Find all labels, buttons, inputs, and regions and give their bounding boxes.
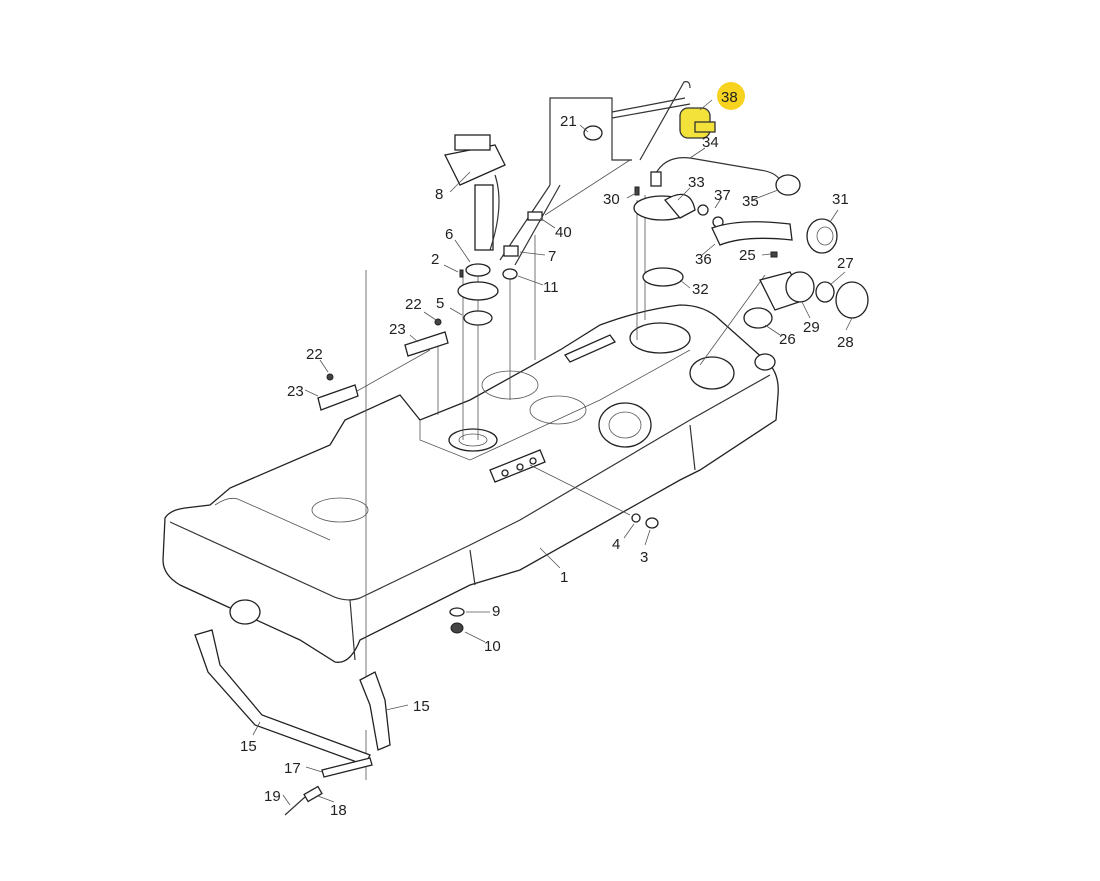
label-23-a[interactable]: 23 [389,321,406,338]
part-31-filler-valve[interactable] [806,218,838,254]
part-15-strap-rear[interactable] [194,629,371,766]
label-leaders [252,99,853,806]
part-33-sender-unit[interactable] [633,171,696,221]
label-22-b[interactable]: 22 [306,346,323,363]
part-37-clamp[interactable] [697,204,724,228]
part-30-screw[interactable] [634,186,640,196]
part-36-filler-hose[interactable] [711,221,793,246]
part-34-hose[interactable] [654,157,781,181]
label-1[interactable]: 1 [560,569,568,586]
label-8[interactable]: 8 [435,186,443,203]
label-37[interactable]: 37 [714,187,731,204]
part-18-nut[interactable] [303,785,323,803]
label-9[interactable]: 9 [492,603,500,620]
label-25[interactable]: 25 [739,247,756,264]
part-40-clip[interactable] [527,211,543,221]
label-18[interactable]: 18 [330,802,347,819]
part-22-rivet-a[interactable] [434,318,442,326]
part-35-sensor[interactable] [775,174,801,196]
fuel-tank-part-1[interactable] [162,304,779,663]
label-28[interactable]: 28 [837,334,854,351]
part-5-plate[interactable] [457,281,499,326]
part-23-bracket-b[interactable] [317,384,359,411]
label-29[interactable]: 29 [803,319,820,336]
label-35[interactable]: 35 [742,193,759,210]
part-19-pin[interactable] [284,796,306,816]
part-32-gasket[interactable] [642,267,684,287]
label-19[interactable]: 19 [264,788,281,805]
part-22-rivet-b[interactable] [326,373,334,381]
part-28-cap[interactable] [835,281,869,319]
part-2-screw[interactable] [459,269,464,278]
part-7-valve[interactable] [503,245,519,257]
label-32[interactable]: 32 [692,281,709,298]
part-25-screw[interactable] [770,251,778,258]
label-15-b[interactable]: 15 [240,738,257,755]
label-15-a[interactable]: 15 [413,698,430,715]
callout-box [499,97,691,266]
label-33[interactable]: 33 [688,174,705,191]
part-6-seal[interactable] [465,263,491,277]
part-8-fuel-pump[interactable] [444,134,506,251]
part-11-grommet[interactable] [502,268,518,280]
part-10-drain-plug[interactable] [450,622,464,634]
label-23-b[interactable]: 23 [287,383,304,400]
label-2[interactable]: 2 [431,251,439,268]
label-17[interactable]: 17 [284,760,301,777]
label-7[interactable]: 7 [548,248,556,265]
label-36[interactable]: 36 [695,251,712,268]
label-10[interactable]: 10 [484,638,501,655]
label-6[interactable]: 6 [445,226,453,243]
part-23-bracket-a[interactable] [404,331,449,357]
label-4[interactable]: 4 [612,536,620,553]
part-29-filler-neck[interactable] [759,271,815,311]
part-15-strap-front[interactable] [359,671,391,751]
highlight-badge [717,82,745,110]
label-21[interactable]: 21 [560,113,577,130]
part-number-labels: 38 21 34 8 33 37 35 31 30 40 6 7 36 25 2… [240,89,854,819]
label-34[interactable]: 34 [702,134,719,151]
part-3-plug[interactable] [645,517,659,529]
part-17-bolt[interactable] [321,757,373,778]
label-3[interactable]: 3 [640,549,648,566]
label-31[interactable]: 31 [832,191,849,208]
part-38-highlighted[interactable] [639,81,716,161]
label-40[interactable]: 40 [555,224,572,241]
label-30[interactable]: 30 [603,191,620,208]
label-5[interactable]: 5 [436,295,444,312]
label-26[interactable]: 26 [779,331,796,348]
label-27[interactable]: 27 [837,255,854,272]
part-27-ring[interactable] [815,281,835,303]
label-22-a[interactable]: 22 [405,296,422,313]
part-4-washer[interactable] [631,513,641,523]
label-11[interactable]: 11 [543,279,559,296]
part-9-seal[interactable] [449,607,465,617]
label-38[interactable]: 38 [721,89,738,106]
part-21-o-ring[interactable] [583,125,603,141]
part-26-gasket[interactable] [743,307,773,329]
